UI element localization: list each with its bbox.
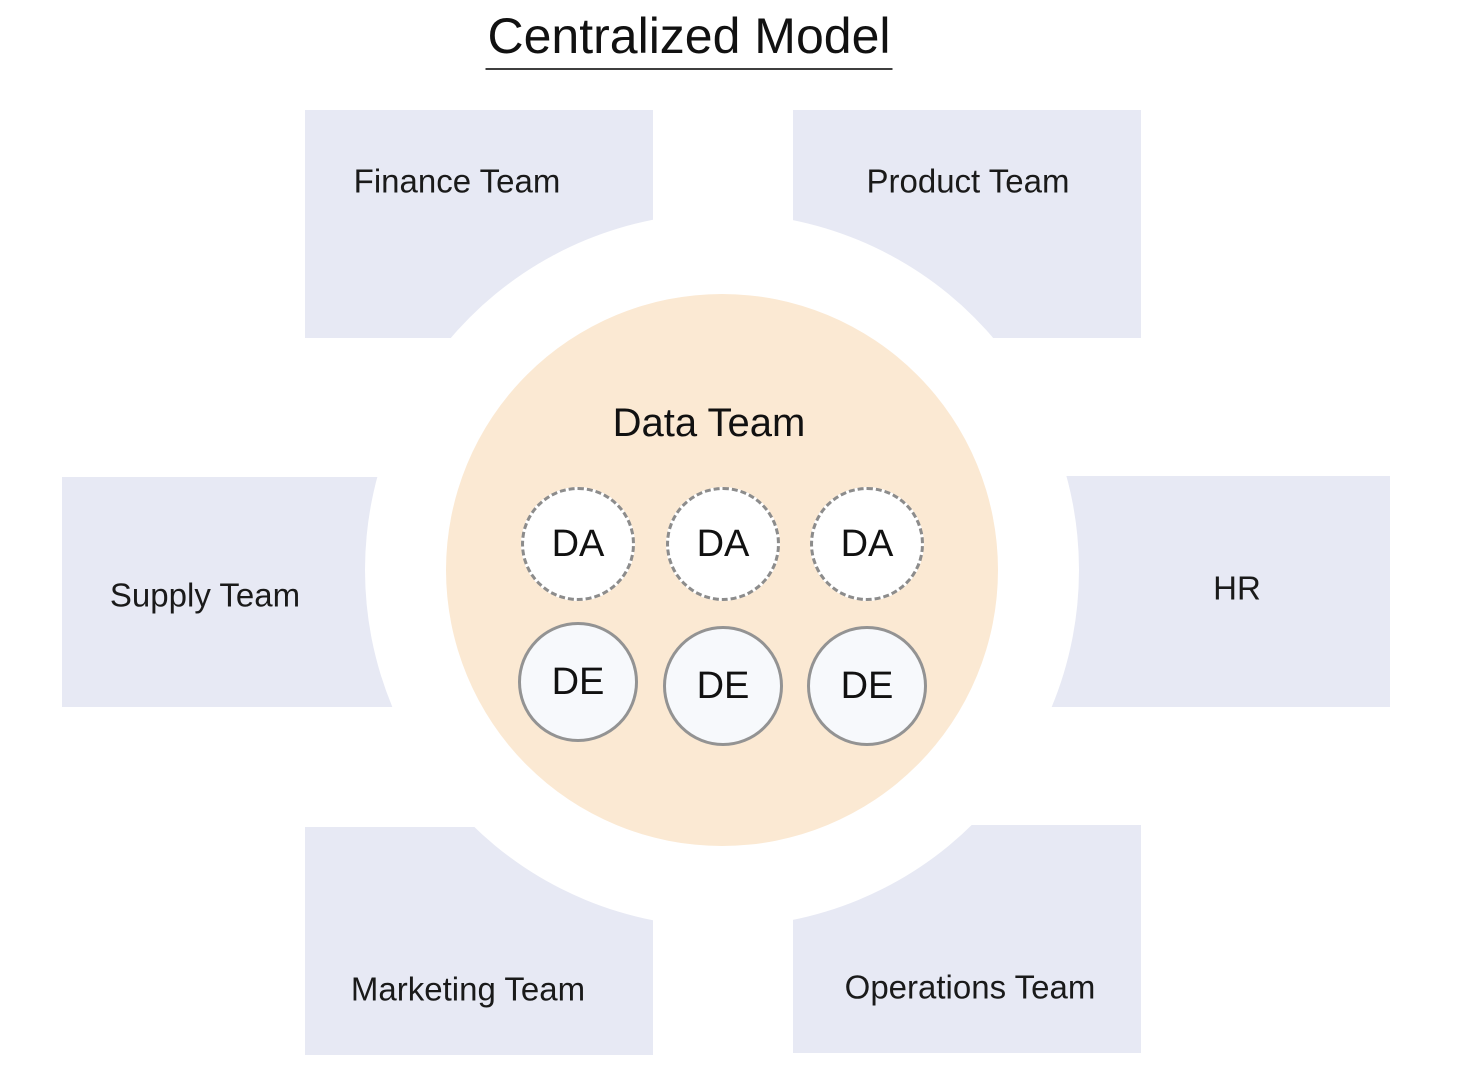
team-label-operations: Operations Team <box>844 968 1096 1006</box>
team-box-supply <box>62 477 410 707</box>
team-label-hr: HR <box>1213 569 1261 607</box>
diagram-title: Centralized Model <box>485 6 893 70</box>
data-team-label: Data Team <box>612 401 806 445</box>
data-engineer-circle: DE <box>518 622 638 742</box>
team-label-finance: Finance Team <box>353 162 561 200</box>
team-box-hr <box>1042 476 1390 707</box>
data-analyst-circle: DA <box>810 487 924 601</box>
data-engineer-label: DE <box>840 664 894 707</box>
data-analyst-circle: DA <box>666 487 780 601</box>
team-label-product: Product Team <box>866 162 1070 200</box>
team-label-supply: Supply Team <box>109 576 301 614</box>
data-engineer-circle: DE <box>663 626 783 746</box>
data-analyst-label: DA <box>551 522 605 565</box>
data-analyst-circle: DA <box>521 487 635 601</box>
data-analyst-label: DA <box>840 522 894 565</box>
data-engineer-label: DE <box>551 660 605 703</box>
data-analyst-label: DA <box>696 522 750 565</box>
data-engineer-circle: DE <box>807 626 927 746</box>
team-label-marketing: Marketing Team <box>350 970 586 1008</box>
data-engineer-label: DE <box>696 664 750 707</box>
